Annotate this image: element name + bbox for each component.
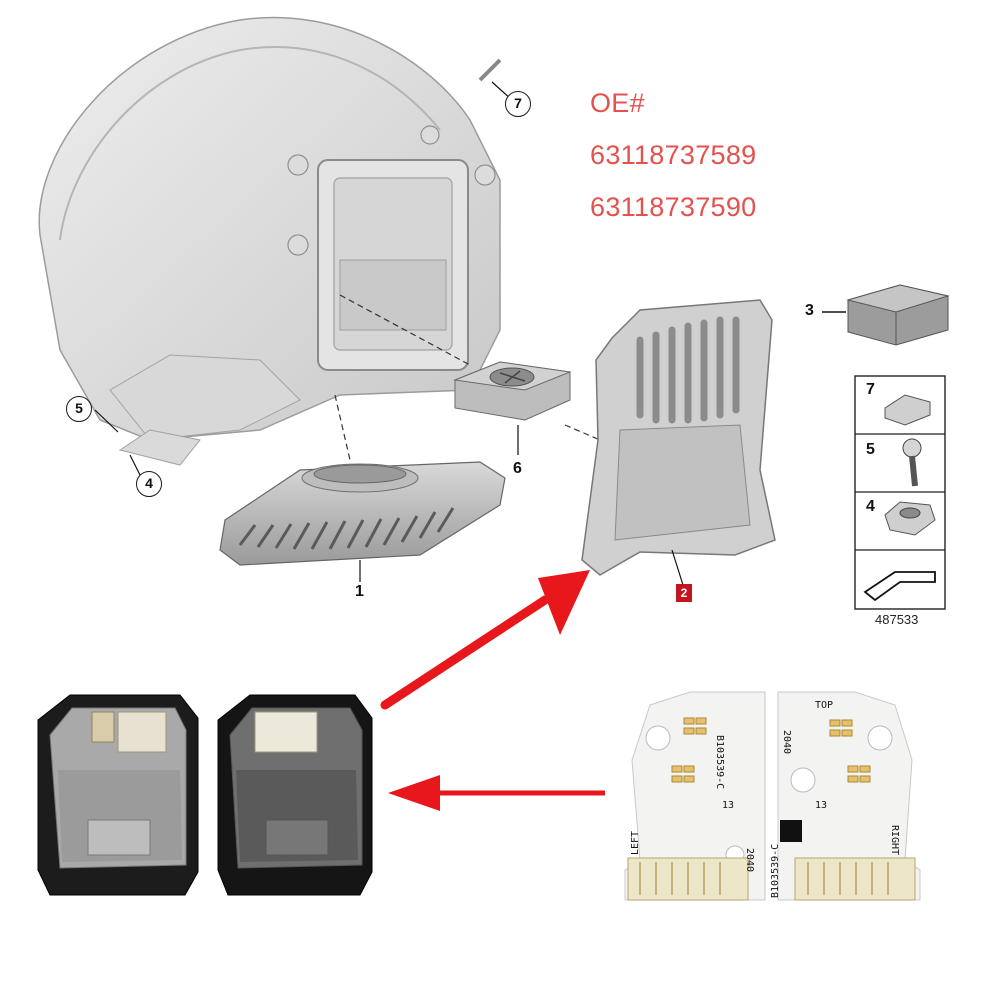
oe-heading: OE# <box>590 88 645 118</box>
oe-number-1: 63118737589 <box>590 140 757 170</box>
pcb-right-label: RIGHT <box>889 825 900 856</box>
headlight-housing <box>38 16 502 466</box>
callout-6: 6 <box>513 460 522 477</box>
led-module-photo-right <box>217 694 373 896</box>
pcb-13-right: 13 <box>815 800 828 811</box>
red-arrow-up <box>380 570 590 710</box>
oe-number-2: 63118737590 <box>590 192 757 222</box>
led-module-part <box>581 299 776 576</box>
legend-item-4: 4 <box>866 498 875 515</box>
callout-1: 1 <box>355 583 364 600</box>
pcb-code-right: B103539-C <box>770 843 781 898</box>
callout-5: 5 <box>66 396 92 422</box>
callout-3: 3 <box>805 302 814 319</box>
pcb-code-left: B103539-C <box>714 735 725 790</box>
pcb-13-left: 13 <box>722 800 735 811</box>
red-arrow-left <box>388 775 605 811</box>
callout-2: 2 <box>676 584 692 602</box>
pcb-2040-left: 2040 <box>744 848 755 873</box>
pcb-board-right <box>777 691 921 901</box>
callout-7: 7 <box>505 91 531 117</box>
box-part <box>822 284 950 346</box>
pcb-top-label: TOP <box>815 700 834 711</box>
control-module-part <box>219 461 506 566</box>
fan-unit-part <box>453 361 572 421</box>
pcb-2040-top: 2040 <box>781 730 792 755</box>
legend-panel <box>854 375 946 610</box>
diagram-id: 487533 <box>875 612 919 627</box>
callout-4: 4 <box>136 471 162 497</box>
pcb-board-left <box>624 691 766 901</box>
led-module-photo-left <box>37 694 199 896</box>
legend-item-5: 5 <box>866 441 875 458</box>
pcb-left-label: LEFT <box>630 830 641 855</box>
legend-item-7: 7 <box>866 381 875 398</box>
